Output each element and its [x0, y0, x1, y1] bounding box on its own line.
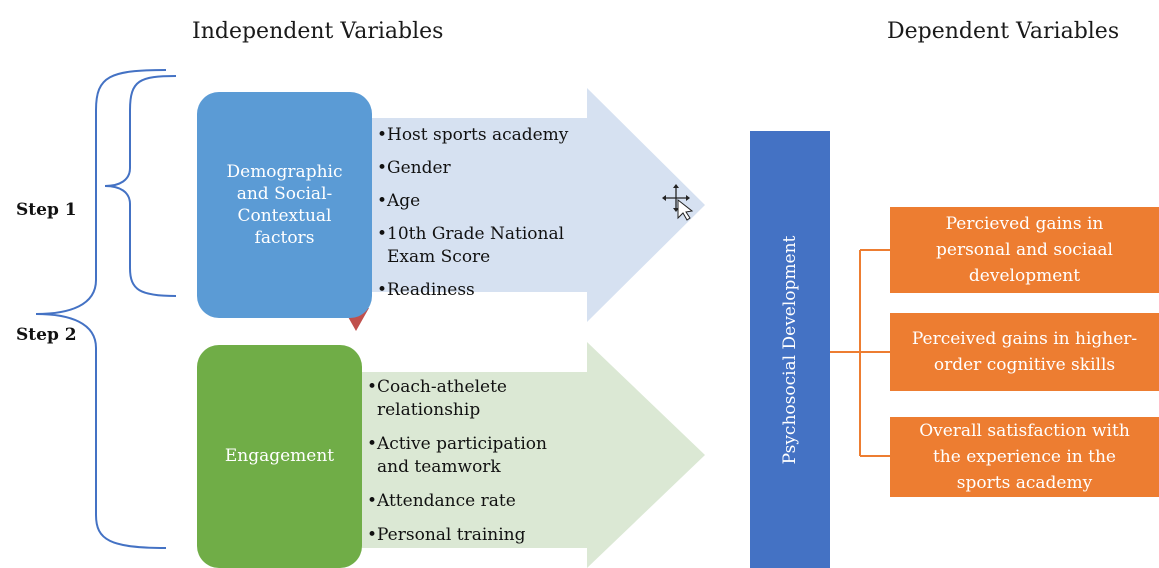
bullet-dot: •	[377, 224, 388, 244]
list-item: • Active participation and teamwork	[367, 433, 637, 479]
bullet-dot: •	[367, 525, 378, 545]
dependent-variables-header: Dependent Variables	[887, 19, 1120, 44]
outcome-satisfaction-label: Overall satisfaction with the experience…	[919, 421, 1130, 493]
list-item-text: Attendance rate	[377, 491, 516, 511]
demographic-factors-box: Demographic and Social- Contextual facto…	[197, 92, 372, 318]
list-item-text: Host sports academy	[387, 125, 569, 145]
demographic-factors-label: Demographic and Social- Contextual facto…	[226, 161, 343, 249]
list-item-text: Coach-athelete relationship	[377, 377, 507, 420]
list-item-text: Readiness	[387, 280, 475, 300]
list-item-text: 10th Grade National Exam Score	[387, 224, 565, 267]
engagement-label: Engagement	[224, 446, 335, 467]
engagement-arrow	[350, 342, 705, 568]
bullet-dot: •	[377, 191, 388, 211]
psychosocial-development-bar	[750, 131, 830, 568]
move-cursor-icon	[662, 184, 694, 221]
list-item-text: Age	[387, 191, 421, 211]
list-item-text: Gender	[387, 158, 451, 178]
list-item: •Attendance rate	[367, 490, 637, 513]
independent-variables-header: Independent Variables	[192, 19, 444, 44]
psychosocial-development-label: Psychosocial Development	[780, 235, 800, 465]
outcome-personal-social-label: Percieved gains in personal and sociaal …	[936, 214, 1113, 286]
list-item-text: Active participation and teamwork	[377, 434, 547, 477]
outcome-cognitive-skills-label: Perceived gains in higher- order cogniti…	[911, 329, 1138, 375]
bullet-dot: •	[367, 491, 378, 511]
bullet-dot: •	[367, 434, 378, 454]
demographic-items-list: •Host sports academy •Gender •Age • 10th…	[377, 124, 637, 302]
engagement-items-list: •Coach-athelete relationship • Active pa…	[367, 376, 637, 547]
list-item: •Coach-athelete relationship	[367, 376, 637, 422]
list-item-text: Personal training	[377, 525, 526, 545]
step1-label: Step 1	[16, 200, 77, 220]
list-item: •Host sports academy	[377, 124, 637, 147]
list-item: •Gender	[377, 157, 637, 180]
demographic-arrow	[360, 88, 705, 322]
bullet-dot: •	[377, 280, 388, 300]
bullet-dot: •	[367, 377, 378, 397]
step1-bracket	[104, 75, 177, 297]
list-item: •Readiness	[377, 279, 637, 302]
outcome-satisfaction-box: Overall satisfaction with the experience…	[890, 417, 1159, 497]
outcome-cognitive-skills-box: Perceived gains in higher- order cogniti…	[890, 313, 1159, 391]
list-item: • 10th Grade National Exam Score	[377, 223, 637, 269]
bullet-dot: •	[377, 158, 388, 178]
bullet-dot: •	[377, 125, 388, 145]
list-item: •Age	[377, 190, 637, 213]
outcome-personal-social-box: Percieved gains in personal and sociaal …	[890, 207, 1159, 293]
step2-label: Step 2	[16, 325, 77, 345]
step2-bracket	[35, 69, 167, 549]
engagement-box: Engagement	[197, 345, 362, 568]
list-item: •Personal training	[367, 524, 637, 547]
